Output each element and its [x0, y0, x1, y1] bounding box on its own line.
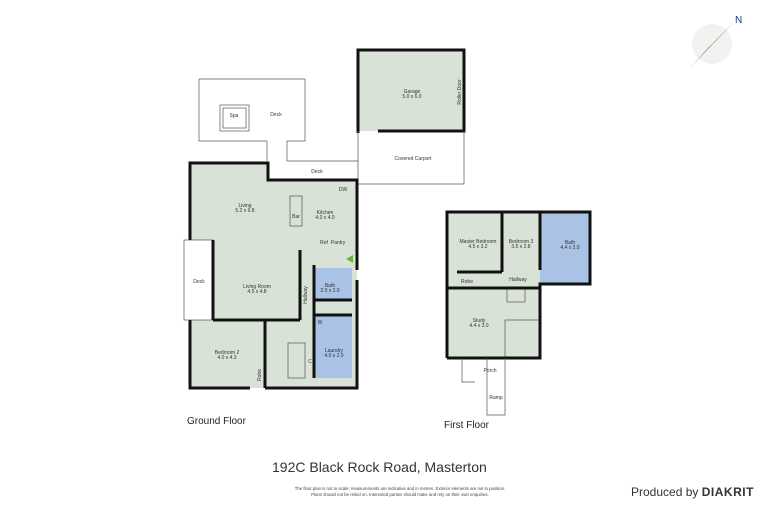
garage [358, 50, 464, 131]
produced-by: Produced by DIAKRIT [631, 485, 754, 499]
svg-text:Bedroom 3: Bedroom 3 [509, 239, 534, 245]
laundry [314, 315, 352, 378]
produced-by-text: Produced by [631, 485, 699, 499]
stairs [287, 342, 306, 379]
svg-text:Porch: Porch [483, 368, 496, 374]
svg-text:Pantry: Pantry [331, 240, 346, 246]
svg-text:Bedroom 2: Bedroom 2 [215, 350, 240, 356]
svg-text:4.0 x 4.3: 4.0 x 4.3 [217, 355, 236, 361]
svg-text:Covered Carport: Covered Carport [395, 156, 433, 162]
compass-north-icon: N [690, 15, 742, 68]
svg-text:Robe: Robe [257, 369, 263, 381]
deck-outline [198, 78, 358, 162]
svg-text:4.5 x 3.2: 4.5 x 3.2 [468, 244, 487, 250]
svg-text:3.5 x 2.8: 3.5 x 2.8 [511, 244, 530, 250]
svg-text:Study: Study [473, 318, 486, 324]
svg-text:Bath: Bath [565, 240, 576, 246]
svg-text:4.0 x 4.0: 4.0 x 4.0 [315, 215, 334, 221]
svg-text:5.0 x 6.0: 5.0 x 6.0 [402, 94, 421, 100]
svg-text:W: W [318, 320, 323, 326]
ground-bath [314, 268, 352, 300]
first-floor-interior [447, 212, 540, 358]
svg-text:4.4 x 2.0: 4.4 x 2.0 [560, 245, 579, 251]
svg-text:Hallway: Hallway [509, 277, 527, 283]
svg-text:DW: DW [339, 187, 348, 193]
disclaimer-line-2: Plans should not be relied on. Intereste… [311, 492, 489, 497]
svg-text:5.2 x 9.8: 5.2 x 9.8 [235, 208, 254, 214]
property-address: 192C Black Rock Road, Masterton [272, 459, 487, 475]
entry-arrow-icon [346, 255, 353, 263]
brand-logo: DIAKRIT [701, 485, 754, 499]
disclaimer: The floor plan is not to scale; measurem… [250, 486, 550, 498]
spa [219, 104, 250, 132]
svg-text:Living: Living [238, 203, 251, 209]
first-bath [540, 212, 590, 284]
svg-text:Bar: Bar [292, 214, 300, 220]
room-labels-ground: Spa Deck Garage 5.0 x 6.0 Roller Door Co… [193, 79, 463, 381]
svg-text:Living Room: Living Room [243, 284, 271, 290]
disclaimer-line-1: The floor plan is not to scale; measurem… [294, 486, 506, 491]
svg-text:Ref: Ref [320, 240, 328, 246]
room-labels-first: Master Bedroom 4.5 x 3.2 Bedroom 3 3.5 x… [460, 239, 580, 401]
svg-text:Master Bedroom: Master Bedroom [460, 239, 497, 245]
svg-text:Roller Door: Roller Door [457, 79, 463, 105]
bar-counter [289, 195, 303, 227]
svg-text:Spa: Spa [230, 113, 239, 119]
svg-text:4.5 x 4.8: 4.5 x 4.8 [247, 289, 266, 295]
svg-text:Bath: Bath [325, 283, 336, 289]
first-floor-title: First Floor [444, 420, 489, 431]
ground-floor-title: Ground Floor [187, 416, 246, 427]
svg-text:4.0 x 2.0: 4.0 x 2.0 [324, 353, 343, 359]
svg-text:Deck: Deck [270, 112, 282, 118]
svg-text:4.4 x 3.0: 4.4 x 3.0 [469, 323, 488, 329]
compass-label: N [735, 15, 742, 26]
svg-text:2.0 x 2.0: 2.0 x 2.0 [320, 288, 339, 294]
svg-text:Hallway: Hallway [303, 286, 309, 304]
svg-text:Kitchen: Kitchen [317, 210, 334, 216]
svg-text:Garage: Garage [404, 89, 421, 95]
svg-text:Laundry: Laundry [325, 348, 344, 354]
svg-text:C: C [308, 359, 312, 365]
svg-text:Ramp: Ramp [489, 395, 503, 401]
svg-text:Robe: Robe [461, 279, 473, 285]
svg-text:Deck: Deck [193, 279, 205, 285]
svg-text:Deck: Deck [311, 169, 323, 175]
